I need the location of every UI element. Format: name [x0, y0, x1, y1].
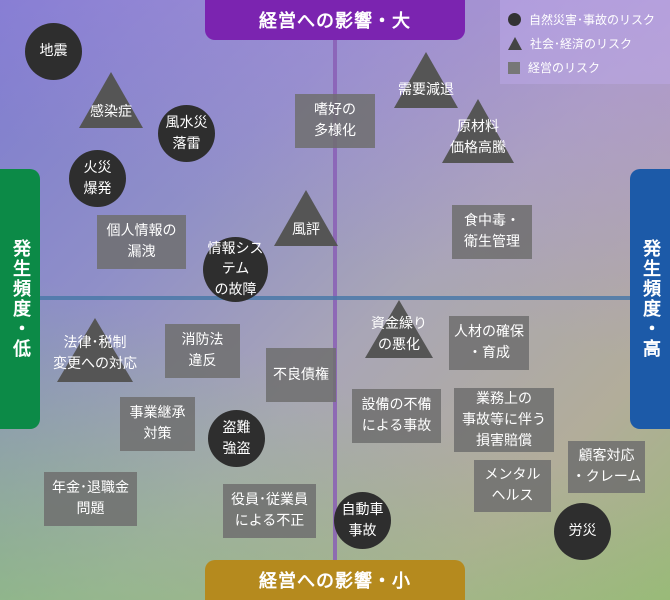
risk-liability-damages: 業務上の 事故等に伴う 損害賠償 — [454, 388, 554, 452]
risk-label: 風評 — [292, 222, 320, 238]
risk-talent-acquisition: 人材の確保 ・育成 — [449, 316, 529, 370]
risk-bad-debt: 不良債権 — [266, 348, 336, 402]
risk-preference-diversity: 嗜好の 多様化 — [295, 94, 375, 148]
circle-icon — [508, 13, 521, 26]
risk-label: 法律･税制 変更への対応 — [53, 335, 137, 372]
triangle-shape — [57, 318, 133, 382]
triangle-shape — [442, 99, 514, 163]
legend-item-management: 経営のリスク — [508, 59, 600, 76]
axis-label-left: 発生頻度・低 — [0, 169, 40, 429]
legend-label-natural: 自然災害･事故のリスク — [529, 13, 656, 27]
risk-car-accident: 自動車 事故 — [334, 492, 391, 549]
risk-demand-decline: 需要減退 — [394, 52, 458, 108]
axis-label-right: 発生頻度・高 — [630, 169, 670, 429]
risk-it-system-failure: 情報システム の故障 — [203, 237, 268, 302]
risk-food-poisoning: 食中毒・ 衛生管理 — [452, 205, 532, 259]
axis-label-bottom: 経営への影響・小 — [205, 560, 465, 600]
risk-material-price-rise: 原材料 価格高騰 — [442, 99, 514, 163]
triangle-icon — [508, 37, 522, 50]
risk-employee-fraud: 役員･従業員 による不正 — [223, 484, 316, 538]
risk-reputation: 風評 — [274, 190, 338, 246]
risk-cash-flow: 資金繰り の悪化 — [365, 300, 433, 358]
legend-item-social: 社会･経済のリスク — [508, 35, 632, 52]
triangle-shape — [79, 72, 143, 128]
risk-label: 原材料 価格高騰 — [450, 119, 506, 156]
risk-pension-retirement: 年金･退職金 問題 — [44, 472, 137, 526]
risk-label: 感染症 — [90, 104, 132, 120]
risk-customer-complaint: 顧客対応 ・クレーム — [568, 441, 645, 493]
axis-label-top: 経営への影響・大 — [205, 0, 465, 40]
risk-business-succession: 事業継承 対策 — [120, 397, 195, 451]
triangle-shape — [365, 300, 433, 358]
risk-mental-health: メンタル ヘルス — [474, 460, 551, 512]
risk-workplace-injury: 労災 — [554, 503, 611, 560]
risk-theft-robbery: 盗難 強盗 — [208, 410, 265, 467]
risk-fire-law-violation: 消防法 違反 — [165, 324, 240, 378]
legend-label-social: 社会･経済のリスク — [530, 37, 633, 51]
risk-personal-info-leak: 個人情報の 漏洩 — [97, 215, 186, 269]
risk-label: 資金繰り の悪化 — [371, 316, 427, 353]
triangle-shape — [274, 190, 338, 246]
legend: 自然災害･事故のリスク 社会･経済のリスク 経営のリスク — [500, 0, 670, 84]
triangle-shape — [394, 52, 458, 108]
risk-equipment-accident: 設備の不備 による事故 — [352, 389, 441, 443]
legend-item-natural: 自然災害･事故のリスク — [508, 11, 655, 28]
square-icon — [508, 61, 520, 74]
risk-label: 需要減退 — [398, 82, 454, 98]
risk-flood-lightning: 風水災 落雷 — [158, 105, 215, 162]
horizontal-axis-line — [40, 296, 630, 300]
vertical-axis-line — [333, 35, 337, 565]
risk-law-tax-change: 法律･税制 変更への対応 — [53, 318, 137, 382]
legend-label-management: 経営のリスク — [528, 61, 601, 75]
risk-earthquake: 地震 — [25, 23, 82, 80]
risk-infectious-disease: 感染症 — [79, 72, 143, 128]
risk-fire-explosion: 火災 爆発 — [69, 150, 126, 207]
